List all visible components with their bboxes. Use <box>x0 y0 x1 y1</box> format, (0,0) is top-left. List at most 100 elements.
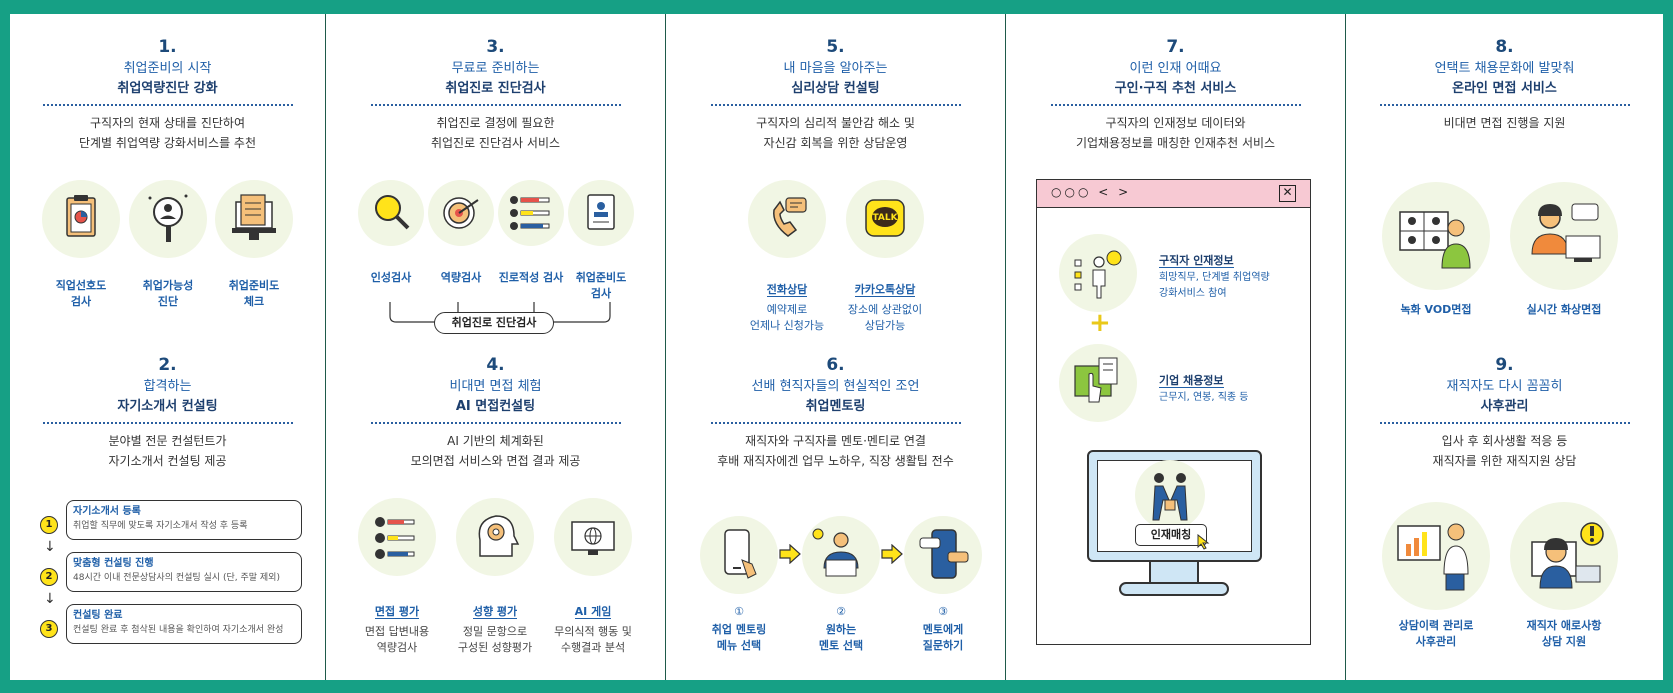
section-number: 7. <box>1166 37 1185 57</box>
step-title: 자기소개서 등록 <box>73 506 141 517</box>
monitor-globe-icon <box>554 498 632 576</box>
section-desc-line2: 자기소개서 컨설팅 제공 <box>108 454 227 468</box>
step-badge: 1 <box>40 516 58 534</box>
worker-concern-icon <box>1510 502 1618 610</box>
section-title: 취업멘토링 <box>805 399 866 414</box>
column-5: 8. 언택트 채용문화에 발맞춰 온라인 면접 서비스 비대면 면접 진행을 지… <box>1346 14 1663 680</box>
phone-icon <box>748 180 826 258</box>
item-label: 녹화 VOD면접 <box>1400 303 1472 316</box>
arrow-down-icon: ↓ <box>44 539 56 555</box>
diagnosis-pill: 취업진로 진단검사 <box>434 312 554 334</box>
item-label: 실시간 화상면접 <box>1526 303 1602 316</box>
divider <box>370 104 621 106</box>
section-number: 6. <box>826 355 845 375</box>
section-title: 심리상담 컨설팅 <box>791 81 880 96</box>
seeker-icon <box>1059 234 1137 312</box>
column-3: 5. 내 마음을 알아주는 심리상담 컨설팅 구직자의 심리적 불안감 해소 및… <box>666 14 1006 680</box>
section-title: 취업진로 진단검사 <box>445 81 546 96</box>
section-5-header: 5. 내 마음을 알아주는 심리상담 컨설팅 구직자의 심리적 불안감 해소 및… <box>666 36 1005 153</box>
step-desc: 컨설팅 완료 후 첨삭된 내용을 확인하여 자기소개서 완성 <box>73 625 284 635</box>
item-title: 카카오톡상담 <box>854 283 916 297</box>
plus-icon: + <box>1089 308 1111 338</box>
arrow-right-icon <box>779 544 801 564</box>
section-number: 2. <box>158 355 177 375</box>
laptop-checklist-icon <box>215 180 293 258</box>
divider <box>1050 104 1301 106</box>
section-title: 자기소개서 컨설팅 <box>117 399 218 414</box>
section-title: 온라인 면접 서비스 <box>1452 81 1557 96</box>
step-box: 컨설팅 완료 컨설팅 완료 후 첨삭된 내용을 확인하여 자기소개서 완성 <box>66 604 302 644</box>
section-subtitle: 취업준비의 시작 <box>123 61 212 76</box>
step-desc: 48시간 이내 전문상담사의 컨설팅 실시 (단, 주말 제외) <box>73 573 280 583</box>
match-button[interactable]: 인재매칭 <box>1135 524 1207 546</box>
head-gear-icon <box>456 498 534 576</box>
step-number: ① <box>734 605 744 618</box>
section-desc-line2: 후배 재직자에겐 업무 노하우, 직장 생활팁 전수 <box>717 454 954 468</box>
arrow-right-icon <box>881 544 903 564</box>
divider <box>370 422 621 424</box>
section-number: 8. <box>1495 37 1514 57</box>
magnifier-person-icon <box>129 180 207 258</box>
section-3-header: 3. 무료로 준비하는 취업진로 진단검사 취업진로 결정에 필요한 취업진로 … <box>326 36 665 153</box>
section-subtitle: 비대면 면접 체험 <box>449 379 542 394</box>
section-8-header: 8. 언택트 채용문화에 발맞춰 온라인 면접 서비스 비대면 면접 진행을 지… <box>1346 36 1663 133</box>
arrow-down-icon: ↓ <box>44 591 56 607</box>
target-icon <box>428 180 494 246</box>
item-label: 진로적성 검사 <box>498 271 564 284</box>
close-icon[interactable]: ✕ <box>1279 185 1296 202</box>
section-desc-line1: 취업진로 결정에 필요한 <box>436 116 555 130</box>
step-title: 컨설팅 완료 <box>73 610 123 621</box>
section-desc-line1: AI 기반의 체계화된 <box>447 434 544 448</box>
section-desc-line2: 모의면접 서비스와 면접 결과 제공 <box>410 454 581 468</box>
company-icon <box>1059 344 1137 422</box>
talk-text: TALK <box>872 213 898 223</box>
section-title: 취업역량진단 강화 <box>117 81 218 96</box>
consult-history-icon <box>1382 502 1490 610</box>
section-desc-line1: 비대면 면접 진행을 지원 <box>1443 116 1566 130</box>
section-7-header: 7. 이런 인재 어때요 구인·구직 추천 서비스 구직자의 인재정보 데이터와… <box>1006 36 1345 153</box>
section-9-header: 9. 재직자도 다시 꼼꼼히 사후관리 입사 후 회사생활 적응 등 재직자를 … <box>1346 354 1663 471</box>
section-number: 5. <box>826 37 845 57</box>
aptitude-bars-icon <box>498 180 564 246</box>
section-subtitle: 선배 현직자들의 현실적인 조언 <box>751 379 920 394</box>
step-badge: 3 <box>40 620 58 638</box>
divider <box>42 104 293 106</box>
magnifier-icon <box>358 180 424 246</box>
section-subtitle: 내 마음을 알아주는 <box>783 61 888 76</box>
section-4-header: 4. 비대면 면접 체험 AI 면접컨설팅 AI 기반의 체계화된 모의면접 서… <box>326 354 665 471</box>
section-desc-line1: 구직자의 심리적 불안감 해소 및 <box>756 116 915 130</box>
clipboard-chart-icon <box>42 180 120 258</box>
step-number: ② <box>836 605 846 618</box>
monitor-stand <box>1149 562 1199 584</box>
live-video-icon <box>1510 182 1618 290</box>
id-card-icon <box>568 180 634 246</box>
smartphone-tap-icon <box>700 516 778 594</box>
section-subtitle: 이런 인재 어때요 <box>1129 61 1222 76</box>
step-number: ③ <box>938 605 948 618</box>
section-subtitle: 합격하는 <box>143 379 192 394</box>
section-desc-line1: 구직자의 현재 상태를 진단하여 <box>90 116 245 130</box>
company-title: 기업 채용정보 <box>1159 374 1224 388</box>
section-subtitle: 무료로 준비하는 <box>451 61 540 76</box>
divider <box>1379 104 1630 106</box>
window-titlebar: ○○○ < > ✕ <box>1037 180 1310 208</box>
divider <box>42 422 293 424</box>
item-title: 면접 평가 <box>374 605 420 619</box>
step-badge: 2 <box>40 568 58 586</box>
item-title: 성향 평가 <box>472 605 518 619</box>
section-desc-line1: 분야별 전문 컨설턴트가 <box>108 434 227 448</box>
step-box: 자기소개서 등록 취업할 직무에 맞도록 자기소개서 작성 후 등록 <box>66 500 302 540</box>
section-title: 사후관리 <box>1480 399 1529 414</box>
interview-eval-icon <box>358 498 436 576</box>
section-subtitle: 재직자도 다시 꼼꼼히 <box>1446 379 1563 394</box>
section-number: 3. <box>486 37 505 57</box>
section-desc-line1: 구직자의 인재정보 데이터와 <box>1105 116 1246 130</box>
